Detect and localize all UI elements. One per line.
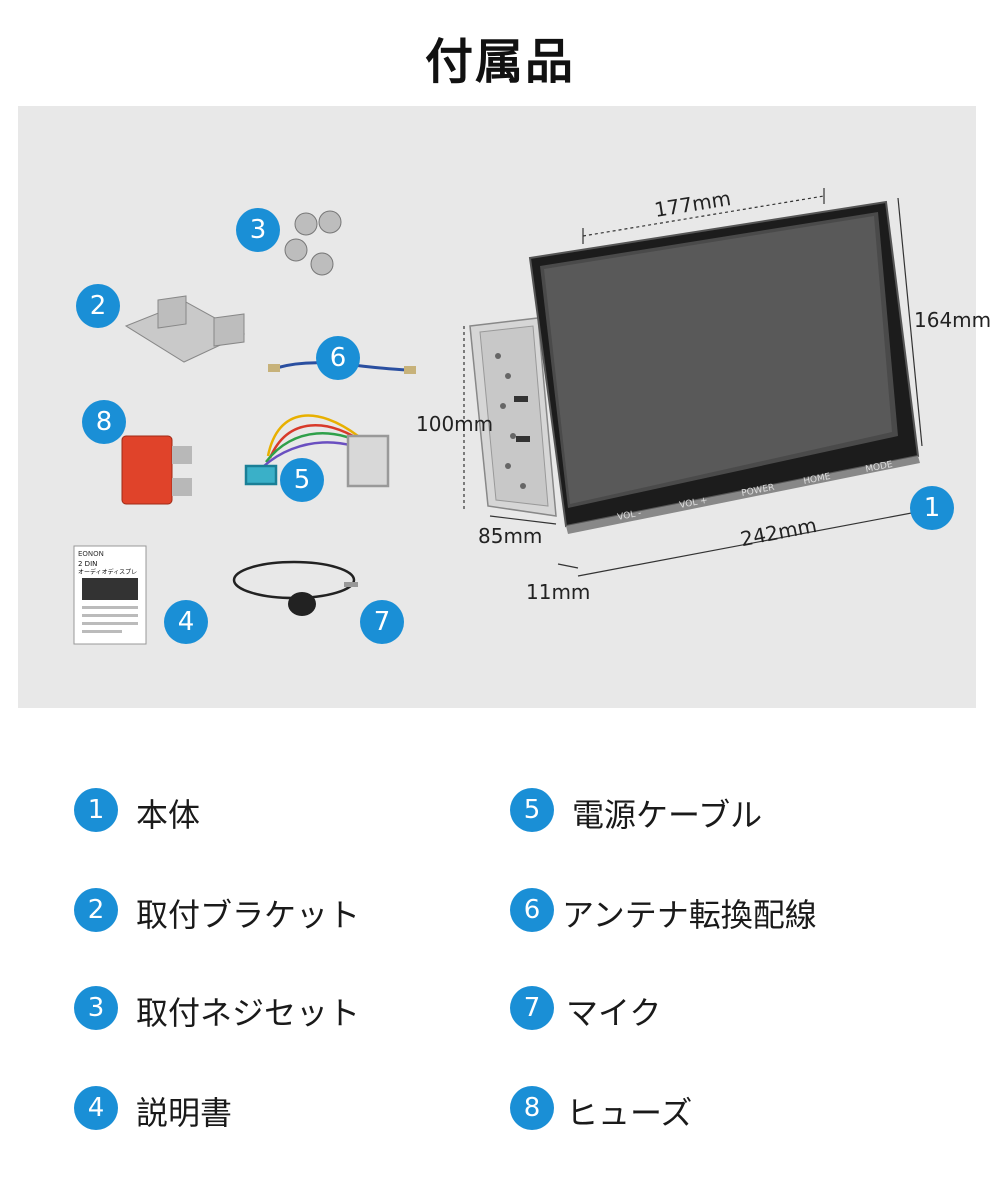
legend-badge: 7 (510, 986, 554, 1030)
page-title: 付属品 (424, 34, 575, 90)
badge-4: 4 (164, 600, 208, 644)
manual-line1: 2 DIN (78, 560, 97, 568)
microphone-illustration (232, 560, 358, 616)
device-button-label: VOL - (617, 509, 643, 523)
legend-badge: 6 (510, 888, 554, 932)
bracket-illustration (124, 295, 246, 363)
dim-chassis-height: 100mm (416, 412, 494, 436)
legend-badge: 5 (510, 788, 554, 832)
legend-badge: 1 (74, 788, 118, 832)
badge-5: 5 (280, 458, 324, 502)
legend-label: 本体 (136, 796, 201, 834)
legend-label: マイク (566, 994, 662, 1032)
dim-thickness: 11mm (526, 580, 591, 604)
legend-label: 取付ネジセット (136, 994, 361, 1032)
legend-badge: 4 (74, 1086, 118, 1130)
manual-illustration: EONON 2 DIN オーディオディスプレ (73, 545, 147, 645)
manual-brand: EONON (78, 550, 104, 558)
legend-badge: 3 (74, 986, 118, 1030)
badge-1: 1 (910, 486, 954, 530)
chassis-box (469, 317, 557, 517)
legend-badge: 2 (74, 888, 118, 932)
legend-badge: 8 (510, 1086, 554, 1130)
manual-line2: オーディオディスプレ (78, 568, 137, 576)
legend-label: 電源ケーブル (572, 796, 763, 834)
dim-chassis-depth: 85mm (478, 524, 543, 548)
power-cable-illustration (244, 414, 390, 488)
badge-7: 7 (360, 600, 404, 644)
badge-2: 2 (76, 284, 120, 328)
badge-3: 3 (236, 208, 280, 252)
legend-label: 取付ブラケット (136, 896, 361, 934)
badge-6: 6 (316, 336, 360, 380)
legend-label: ヒューズ (566, 1094, 693, 1132)
head-unit-display (528, 200, 920, 534)
dimension-lines (463, 188, 939, 577)
screws-illustration (284, 210, 342, 276)
legend-label: 説明書 (136, 1094, 233, 1132)
dim-height: 164mm (914, 308, 992, 332)
badge-8: 8 (82, 400, 126, 444)
legend-label: アンテナ転換配線 (562, 896, 817, 934)
fuse-illustration (121, 435, 192, 505)
